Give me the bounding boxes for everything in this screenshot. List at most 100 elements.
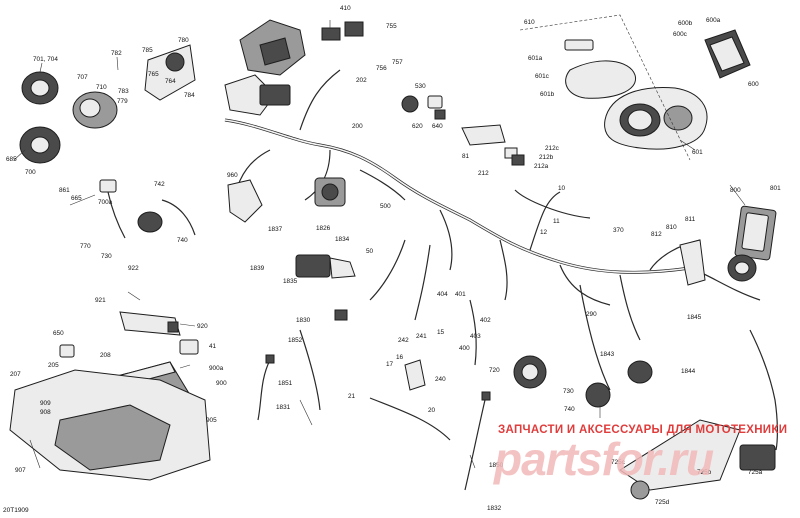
callout-1844: 1844 bbox=[681, 368, 696, 375]
callout-600b: 600b bbox=[678, 20, 693, 27]
callout-640: 640 bbox=[432, 123, 443, 130]
callout-900: 900 bbox=[216, 380, 227, 387]
callout-861: 861 bbox=[59, 187, 70, 194]
callout-50: 50 bbox=[366, 248, 374, 255]
figure-code: 20T1909 bbox=[3, 507, 29, 514]
cable-20 bbox=[369, 397, 451, 441]
callout-401: 401 bbox=[455, 291, 466, 298]
display-module-600 bbox=[704, 29, 751, 79]
callout-742: 742 bbox=[154, 181, 165, 188]
callout-784: 784 bbox=[184, 92, 195, 99]
callout-labels: 410 755 756 757 202 610 600b 600a 600c 6… bbox=[6, 5, 781, 512]
callout-812: 812 bbox=[651, 231, 662, 238]
sensor-1843 bbox=[627, 360, 653, 384]
callout-921: 921 bbox=[95, 297, 106, 304]
callout-725b: 725b bbox=[697, 469, 712, 476]
callout-1830: 1830 bbox=[296, 317, 311, 324]
callout-905: 905 bbox=[206, 417, 217, 424]
callout-725d: 725d bbox=[655, 499, 670, 506]
light-740 bbox=[585, 382, 611, 408]
ecu-800 bbox=[734, 205, 777, 261]
callout-1843: 1843 bbox=[600, 351, 615, 358]
callout-20: 20 bbox=[428, 407, 436, 414]
callout-720: 720 bbox=[489, 367, 500, 374]
callout-700: 700 bbox=[25, 169, 36, 176]
callout-685: 685 bbox=[6, 156, 17, 163]
callout-700a: 700a bbox=[98, 199, 113, 206]
callout-665: 665 bbox=[71, 195, 82, 202]
fuse-650 bbox=[59, 344, 75, 358]
callout-1851: 1851 bbox=[278, 380, 293, 387]
callout-800: 800 bbox=[730, 187, 741, 194]
callout-241: 241 bbox=[416, 333, 427, 340]
callout-757: 757 bbox=[392, 59, 403, 66]
callout-1852: 1852 bbox=[288, 337, 303, 344]
callout-740: 740 bbox=[177, 237, 188, 244]
callout-205: 205 bbox=[48, 362, 59, 369]
relay-920 bbox=[119, 311, 181, 336]
callout-15: 15 bbox=[437, 329, 445, 336]
bracket-811 bbox=[679, 239, 706, 286]
callout-601: 601 bbox=[692, 149, 703, 156]
callout-755: 755 bbox=[386, 23, 397, 30]
callout-10: 10 bbox=[558, 185, 566, 192]
callout-909: 909 bbox=[40, 400, 51, 407]
leader-lines bbox=[13, 20, 746, 469]
callout-207: 207 bbox=[10, 371, 21, 378]
callout-710: 710 bbox=[96, 84, 107, 91]
callout-1826: 1826 bbox=[316, 225, 331, 232]
callout-610: 610 bbox=[524, 19, 535, 26]
callout-17: 17 bbox=[386, 361, 394, 368]
callout-1831: 1831 bbox=[276, 404, 291, 411]
relay-block-410 bbox=[321, 21, 364, 41]
callout-200: 200 bbox=[352, 123, 363, 130]
callout-1834: 1834 bbox=[335, 236, 350, 243]
callout-400: 400 bbox=[459, 345, 470, 352]
fuse-box-1835 bbox=[295, 254, 356, 279]
actuator-710 bbox=[72, 91, 118, 129]
callout-780: 780 bbox=[178, 37, 189, 44]
callout-41: 41 bbox=[209, 343, 217, 350]
callout-725a: 725a bbox=[748, 469, 763, 476]
callout-404: 404 bbox=[437, 291, 448, 298]
callout-620: 620 bbox=[412, 123, 423, 130]
bracket-780 bbox=[144, 44, 196, 101]
sensor-700a bbox=[99, 179, 126, 239]
callout-202: 202 bbox=[356, 77, 367, 84]
sensor-740 bbox=[137, 199, 196, 236]
main-wiring-harness bbox=[224, 69, 761, 391]
callout-900a: 900a bbox=[209, 365, 224, 372]
callout-782: 782 bbox=[111, 50, 122, 57]
callout-11: 11 bbox=[553, 218, 560, 225]
callout-240: 240 bbox=[435, 376, 446, 383]
headlight-810 bbox=[727, 254, 757, 282]
bracket-601a bbox=[564, 39, 594, 51]
callout-922: 922 bbox=[128, 265, 139, 272]
callout-650: 650 bbox=[53, 330, 64, 337]
bracket-240 bbox=[404, 359, 426, 391]
callout-601a: 601a bbox=[528, 55, 543, 62]
callout-801: 801 bbox=[770, 185, 781, 192]
callout-730: 730 bbox=[101, 253, 112, 260]
switch-cluster-top bbox=[224, 19, 306, 116]
callout-785: 785 bbox=[142, 47, 153, 54]
callout-1850: 1850 bbox=[489, 462, 504, 469]
callout-601c: 601c bbox=[535, 73, 550, 80]
callout-600a: 600a bbox=[706, 17, 721, 24]
cluster-lens-601b bbox=[565, 60, 636, 99]
relay-212 bbox=[504, 147, 525, 166]
bracket-81 bbox=[461, 124, 506, 146]
callout-920: 920 bbox=[197, 323, 208, 330]
callout-16: 16 bbox=[396, 354, 404, 361]
battery-tray-905 bbox=[9, 369, 211, 481]
callout-1839: 1839 bbox=[250, 265, 265, 272]
callout-1837: 1837 bbox=[268, 226, 283, 233]
sensor-1830 bbox=[299, 309, 348, 411]
callout-212: 212 bbox=[478, 170, 489, 177]
callout-370: 370 bbox=[613, 227, 624, 234]
callout-770: 770 bbox=[80, 243, 91, 250]
callout-707: 707 bbox=[77, 74, 88, 81]
callout-81: 81 bbox=[462, 153, 470, 160]
callout-960: 960 bbox=[227, 172, 238, 179]
callout-756: 756 bbox=[376, 65, 387, 72]
